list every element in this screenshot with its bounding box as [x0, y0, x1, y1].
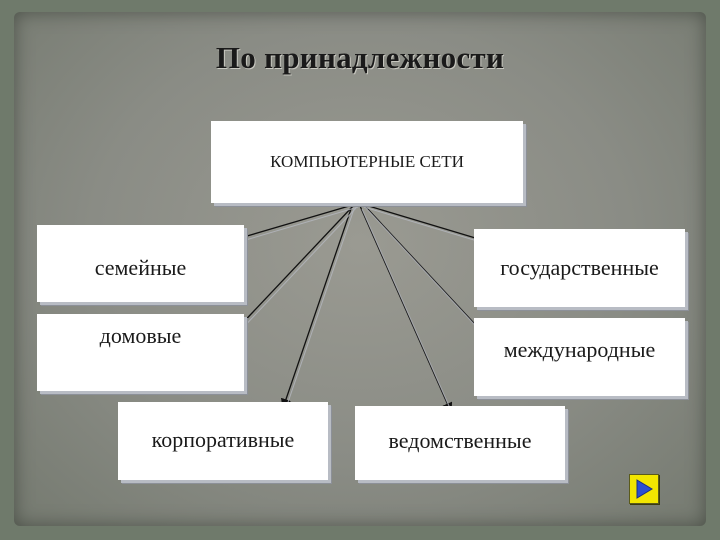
play-triangle-icon — [636, 479, 653, 499]
node-label: семейные — [94, 255, 187, 280]
node-label: домовые — [99, 322, 182, 348]
node-label: ведомственные — [388, 428, 532, 453]
next-slide-button[interactable] — [629, 474, 659, 504]
node-domovye: домовые — [37, 314, 244, 391]
node-label: государственные — [500, 255, 659, 280]
node-korporativnye: корпоративные — [118, 402, 328, 480]
node-label: корпоративные — [151, 427, 295, 452]
node-semeynye: семейные — [37, 225, 244, 302]
node-label: международные — [503, 337, 656, 362]
slide-title: По принадлежности — [215, 40, 505, 75]
root-label: КОМПЬЮТЕРНЫЕ СЕТИ — [270, 152, 464, 171]
node-vedomstvennye: ведомственные — [355, 406, 565, 480]
root-node: КОМПЬЮТЕРНЫЕ СЕТИ — [211, 121, 523, 203]
node-mezhdunarodnye: международные — [474, 318, 685, 396]
node-gosudarstvennye: государственные — [474, 229, 685, 307]
